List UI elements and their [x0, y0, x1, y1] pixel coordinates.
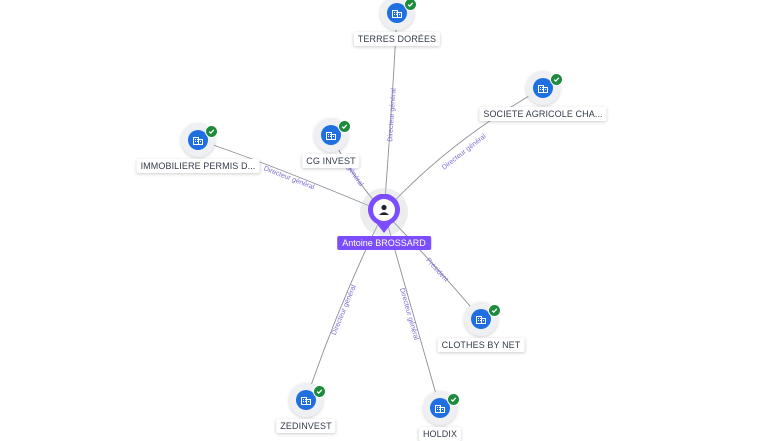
building-icon	[533, 78, 553, 98]
company-name-label: IMMOBILIERE PERMIS D...	[136, 159, 260, 173]
company-name-label: ZEDINVEST	[276, 419, 336, 433]
verified-check-icon	[313, 385, 326, 398]
edge-label-immobiliere-permis: Directeur général	[263, 165, 316, 191]
company-name-label: HOLDIX	[418, 427, 462, 441]
person-pin-icon	[368, 194, 400, 233]
building-icon	[188, 130, 208, 150]
edge-label-zedinvest: Directeur général	[331, 284, 358, 337]
building-icon	[321, 125, 341, 145]
verified-check-icon	[447, 393, 460, 406]
company-name-label: CG INVEST	[302, 154, 360, 168]
edge-zedinvest	[305, 211, 385, 401]
edge-holdix	[383, 211, 441, 409]
edge-label-clothes-by-net: Président	[424, 257, 449, 284]
verified-check-icon	[205, 125, 218, 138]
verified-check-icon	[404, 0, 417, 11]
company-node-circle	[314, 118, 348, 152]
verified-check-icon	[488, 304, 501, 317]
edge-societe-agricole	[383, 87, 544, 213]
company-name-label: SOCIETE AGRICOLE CHA...	[479, 107, 607, 121]
building-icon	[387, 3, 407, 23]
edge-label-holdix: Directeur général	[398, 287, 420, 341]
company-name-label: TERRES DORÉES	[353, 32, 441, 46]
building-icon	[296, 390, 316, 410]
building-icon	[471, 309, 491, 329]
edge-label-cg-invest: général	[345, 165, 364, 189]
person-name-label: Antoine BROSSARD	[337, 236, 431, 250]
edge-label-terres-dorees: Directeur général	[387, 88, 397, 142]
verified-check-icon	[338, 120, 351, 133]
company-name-label: CLOTHES BY NET	[437, 338, 525, 352]
building-icon	[430, 398, 450, 418]
verified-check-icon	[550, 73, 563, 86]
